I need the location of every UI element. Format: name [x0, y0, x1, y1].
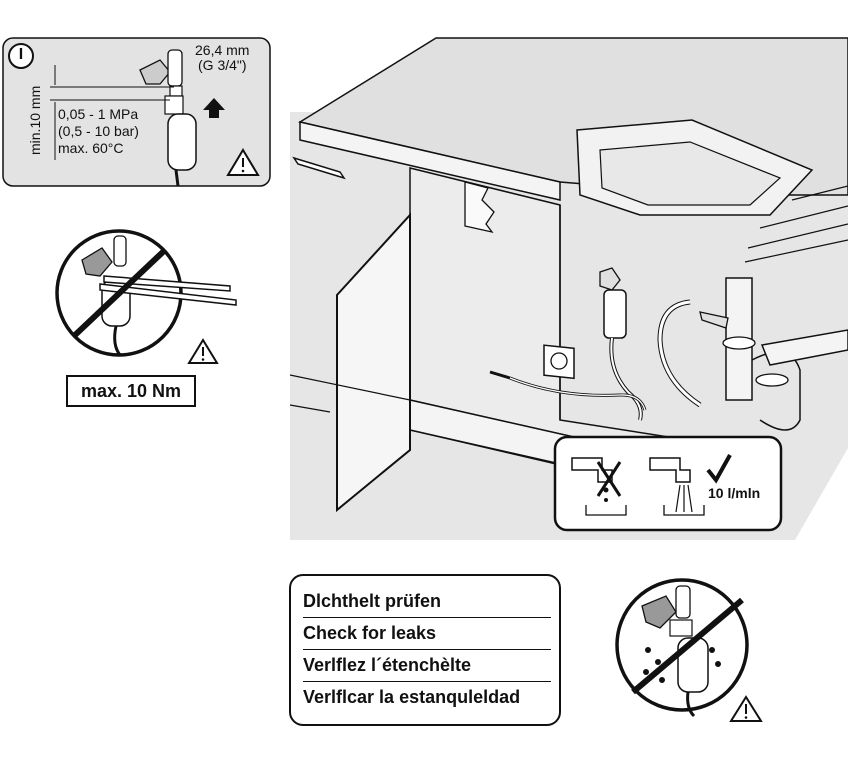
leak-check-line-en: Check for leaks [303, 618, 551, 650]
pressure-mpa-label: 0,05 - 1 MPa [58, 106, 139, 122]
leak-check-line-fr: Verlflez l´étenchèlte [303, 650, 551, 682]
pressure-bar-label: (0,5 - 10 bar) [58, 123, 139, 139]
leak-check-box: Dlchthelt prüfen Check for leaks Verlfle… [289, 574, 561, 726]
torque-limit-label: max. 10 Nm [66, 375, 196, 407]
thread-size-label: 26,4 mm [195, 42, 250, 58]
max-temp-label: max. 60°C [58, 140, 124, 156]
leak-check-line-es: Verlflcar la estanquleldad [303, 687, 521, 707]
spec-marker: I [18, 46, 24, 63]
flow-rate-label: 10 l/mln [708, 485, 761, 501]
leak-check-line-de: Dlchthelt prüfen [303, 586, 551, 618]
thread-type-label: (G 3/4") [198, 57, 247, 73]
